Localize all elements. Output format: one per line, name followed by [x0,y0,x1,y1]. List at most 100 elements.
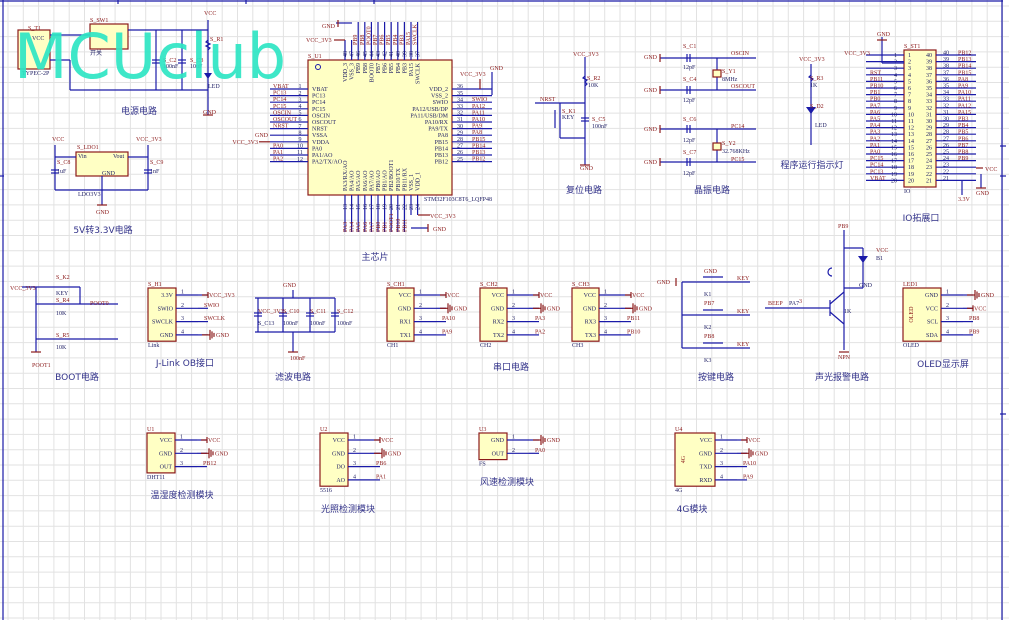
module-ref: U2 [320,427,327,433]
pin-label: NRST [312,127,328,133]
net-label: PB3 [958,117,968,123]
net-label: PB15 [472,137,485,143]
pin-label: VCC [333,438,345,444]
watermark-logo: MCUclub [14,20,286,93]
net-label: PB12 [958,51,971,57]
component-label: S_C4 [683,77,696,83]
net-label: PB14 [472,143,485,149]
net-label: VCC [208,438,220,444]
pin-number: 41 [389,51,395,57]
net-label: PB8 [958,150,968,156]
pin-number: 37 [416,51,422,57]
component-label: B1 [876,256,883,262]
net-label: PB11 [870,77,883,83]
pin-number: 22 [402,204,408,210]
net-label: PB11 [402,219,408,232]
pin-number: 23 [409,204,415,210]
module-footprint: CH2 [480,343,491,349]
net-label: PB13 [472,150,485,156]
module-ref: S_CH2 [480,282,498,288]
component-label: S_Y1 [722,69,736,75]
pin-number: 4 [353,474,356,480]
pin-number: 14 [350,204,356,210]
module-name: OLED [909,306,915,323]
component-label: S_R2 [587,76,600,82]
net-label: PB8 [969,316,979,322]
pin-label: PA3/RX/AO [343,160,349,191]
pin-number: 11 [297,150,303,156]
pin-label: TX1 [400,333,411,339]
pin-number: 3 [720,461,723,467]
pin-number: 19 [383,204,389,210]
pin-label: 8 [908,99,911,105]
net-label: PC14 [870,163,883,169]
pin-label: PB0/AO [376,170,382,191]
pin-number: 20 [891,178,897,184]
net-label: PB13 [958,57,971,63]
pin-label: OUT [492,451,505,457]
module-ref: S_H1 [148,282,162,288]
pin-label: 15 [908,145,914,151]
net-label: PA0 [535,448,545,454]
section-title: 主芯片 [361,251,388,263]
component-label: TYPEC-2P [22,71,50,77]
module-body [146,432,176,474]
pin-number: 26 [943,143,949,149]
pin-number: 4 [512,329,515,335]
pin-label: PA9/TX [428,127,448,133]
pin-number: 44 [369,51,375,57]
net-label: PB1 [870,90,880,96]
component-label: GND [644,55,658,61]
pin-number: 7 [894,93,897,99]
pin-number: 1 [894,53,897,59]
pin-number: 3 [181,316,184,322]
section-title: 4G模块 [677,503,708,515]
component-label: KEY [737,309,750,315]
net-label: PB6 [376,461,386,467]
pin-label: RX1 [400,320,411,326]
component-label: GND [859,283,873,289]
pin-label: PB4 [396,63,402,73]
section-title: 5V转3.3V电路 [73,224,132,236]
component-label: 100nF [283,321,299,327]
pin-label: PB8 [363,63,369,73]
net-label: PA2 [273,157,283,163]
pin-label: VDD_3 [343,63,349,82]
pin-label: 28 [926,132,932,138]
component-label: 1K [810,83,818,89]
net-label: VBAT [273,84,289,90]
pin-number: 1 [181,290,184,296]
net-label: PB9 [969,329,979,335]
pin-label: TX3 [585,333,596,339]
net-label: PA4 [870,123,880,129]
net-label: PA4 [350,222,356,232]
net-label: VCC_3V3 [209,293,235,299]
buzzer-icon [827,267,833,277]
net-label: GND [981,293,995,299]
pin-label: PA12/USB/DP [412,107,448,113]
pin-number: 3 [419,316,422,322]
wire [829,291,845,305]
net-label: PC15 [273,104,286,110]
net-label: PA10 [472,117,485,123]
pin-label: PB5 [389,63,395,73]
wire [829,311,845,325]
pin-label: TXD [700,465,713,471]
component-label: 8MHz [722,77,738,83]
net-label: VCC [447,293,459,299]
component-label: S_C5 [592,117,605,123]
component-label: 12pF [683,138,696,144]
module-footprint: CH3 [572,343,583,349]
module-ref: U4 [675,427,682,433]
component-label: S_K1 [562,109,576,115]
crystal-y2 [712,142,722,151]
pin-number: 4 [946,329,949,335]
pin-number: 5 [299,111,302,117]
component-label: S_C6 [683,117,696,123]
pin-number: 31 [943,110,949,116]
component-label: GND [283,283,297,289]
